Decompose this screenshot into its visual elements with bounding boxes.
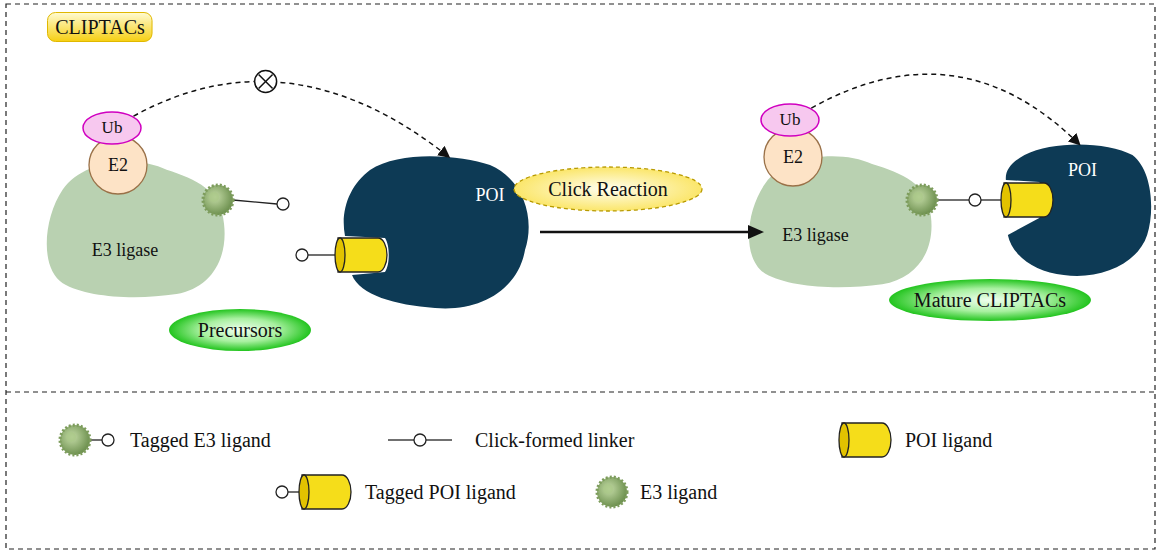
outer-frame (6, 4, 1155, 549)
node-label: E3 ligase (782, 225, 848, 246)
legend-item: E3 ligand (640, 479, 717, 505)
legend-label: POI ligand (905, 429, 992, 452)
poi-blob: POI (1000, 140, 1155, 280)
node-label: Mature CLIPTACs (914, 289, 1066, 312)
node-label: E3 ligase (92, 240, 158, 261)
separator (6, 391, 1155, 392)
ubiquitin-ellipse: Ub (760, 103, 820, 137)
node-label: CLIPTACs (55, 16, 145, 39)
poi-ligand (335, 238, 387, 272)
legend-item: Tagged E3 ligand (130, 427, 271, 453)
blocked-mark (255, 71, 277, 93)
legend-item: Click-formed linker (475, 427, 634, 453)
ubiquitin-transfer-arrow (811, 74, 1080, 145)
reaction-ellipse: Click Reaction (513, 166, 703, 212)
legend-icons (60, 423, 891, 509)
node-label: Precursors (198, 319, 282, 342)
poi-blob-outline (340, 150, 530, 310)
click-linker (907, 185, 1006, 215)
node-label: POI (475, 185, 504, 206)
node-label: POI (1068, 160, 1097, 181)
node-label: Ub (780, 110, 801, 130)
legend-label: Tagged E3 ligand (130, 429, 271, 452)
tagged-e3-ligand (203, 185, 289, 215)
node-label: Ub (102, 118, 123, 138)
node-label: E2 (783, 147, 803, 168)
legend-label: E3 ligand (640, 481, 717, 504)
legend-item: POI ligand (905, 427, 992, 453)
node-label: E2 (108, 155, 128, 176)
stage-ellipse: Mature CLIPTACs (888, 278, 1092, 322)
title-badge: CLIPTACs (47, 12, 153, 42)
ubiquitin-transfer-arrow (134, 81, 451, 158)
tagged-poi-ligand (296, 249, 338, 261)
stage-ellipse: Precursors (168, 308, 312, 352)
legend-label: Click-formed linker (475, 429, 634, 452)
node-label: Click Reaction (548, 178, 667, 201)
poi-blob: POI (340, 150, 530, 310)
legend-label: Tagged POI ligand (365, 481, 516, 504)
ubiquitin-ellipse: Ub (82, 111, 142, 145)
reaction-arrow (540, 231, 752, 234)
legend-item: Tagged POI ligand (365, 479, 516, 505)
